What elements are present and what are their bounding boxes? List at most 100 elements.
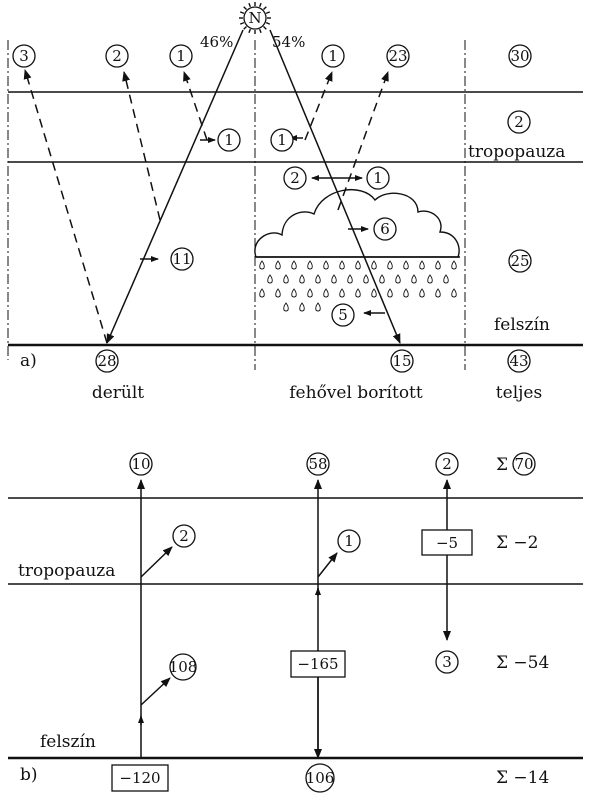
strato-cloud: 1 [270,128,294,152]
svg-text:2: 2 [290,169,300,187]
svg-text:15: 15 [392,352,411,370]
rain-drop [323,260,329,270]
svg-text:1: 1 [224,131,234,149]
trop-value-1: 108 [169,653,198,681]
top-clear-2: 2 [105,44,129,68]
reflected-stratosphere-clear [183,71,208,141]
rain-drop [443,274,449,284]
sum-strato: Σ −2 [496,533,538,553]
top-value-2: 58 [306,452,330,476]
value-circles-a: 3 2 1 1 23 30 1 1 2 2 1 6 11 25 5 28 15 … [12,44,532,373]
svg-text:106: 106 [306,769,335,787]
rain-drop [435,288,441,298]
strato-box-value: −5 [436,534,458,552]
incoming-ray-clear [106,29,244,344]
surface-label-a: felszín [494,315,550,335]
rain-drop [307,288,313,298]
surface-total: 43 [507,349,531,373]
rain-drop [291,260,297,270]
rain-drop [275,288,281,298]
col-label-clear: derült [92,383,144,403]
pct-right-label: 54% [272,33,305,51]
rain-drop [451,260,457,270]
svg-text:108: 108 [169,658,198,676]
rain-drop [411,274,417,284]
rain-drop [403,260,409,270]
trop-box-value: −165 [297,655,338,673]
svg-text:1: 1 [176,47,186,65]
rain-drop [259,260,265,270]
svg-text:5: 5 [338,306,348,324]
rain-drop [355,260,361,270]
rain-drop [363,274,369,284]
trop-value-3: 3 [435,650,459,674]
svg-text:2: 2 [442,455,452,473]
svg-text:2: 2 [112,47,122,65]
cloud-right-value: 1 [366,166,390,190]
svg-text:10: 10 [131,455,150,473]
rain-drop [355,288,361,298]
rain-drop [339,260,345,270]
rain-drop [347,274,353,284]
surface-clear: 28 [95,349,119,373]
surface-label-b: felszín [40,732,96,752]
svg-text:3: 3 [19,47,29,65]
svg-text:2: 2 [179,527,189,545]
panel-a: N 46% 54% 3 2 1 1 23 [7,2,583,403]
svg-text:1: 1 [328,47,338,65]
clear-absorb-value: 11 [170,247,194,271]
tropopause-label-b: tropopauza [18,561,115,581]
rain-drop [371,288,377,298]
svg-text:1: 1 [344,532,354,550]
rain-drop [307,260,313,270]
rain-drop [395,274,401,284]
trop-box [290,650,346,678]
rain-drop [379,274,385,284]
cloud-in-value: 6 [373,217,397,241]
rain-drop [299,302,305,312]
svg-text:58: 58 [308,455,327,473]
rain-icon [259,260,457,312]
strato-value-2: 1 [337,529,361,553]
cloud-left-value: 2 [283,166,307,190]
cloud-icon [254,188,460,258]
reflected-troposphere-clear [122,71,161,221]
reflected-cloud-top [337,71,389,211]
sun-label: N [248,9,261,27]
svg-text:28: 28 [97,352,116,370]
svg-text:1: 1 [277,131,287,149]
panel-b: 10 58 2 Σ 70 2 1 −5 Σ −2 108 −165 3 Σ −5… [8,452,583,793]
svg-text:23: 23 [388,47,407,65]
rain-drop [283,302,289,312]
svg-text:6: 6 [380,220,390,238]
surface-box [111,764,169,792]
top-cloud-1: 1 [321,44,345,68]
sum-top-value: 70 [512,452,536,476]
col-label-total: teljes [496,383,542,403]
sum-symbol-top: Σ [496,455,508,475]
trop-branch-arrow-1 [140,677,171,706]
rain-drop [403,288,409,298]
panel-b-label: b) [20,765,38,785]
pct-left-label: 46% [200,33,233,51]
total-trop-value: 25 [508,249,532,273]
sum-surface: Σ −14 [496,768,549,788]
surface-box-value: −120 [119,769,160,787]
svg-text:43: 43 [509,352,528,370]
rain-drop [339,288,345,298]
strato-box [421,529,473,556]
sum-trop: Σ −54 [496,653,549,673]
tropopause-label-a: tropopauza [468,142,565,162]
top-cloud-2: 23 [386,44,410,68]
reflected-surface-clear [23,69,108,344]
svg-text:2: 2 [514,113,524,131]
rain-drop [267,274,273,284]
rain-drop [331,274,337,284]
strato-clear: 1 [217,128,241,152]
strato-branch-arrow-1 [140,546,173,578]
rain-drop [387,260,393,270]
col-label-cloudy: fehővel borított [289,383,423,403]
rain-drop [299,274,305,284]
incoming-ray-cloudy [269,29,401,344]
